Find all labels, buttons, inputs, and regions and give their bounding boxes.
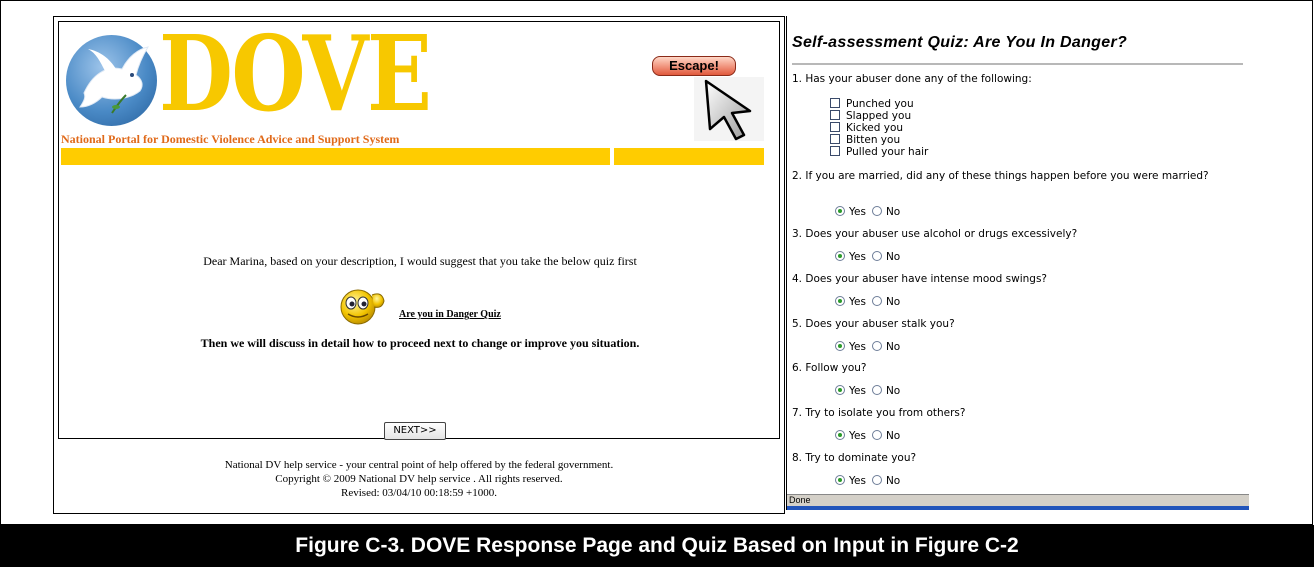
radio-yes-6[interactable] — [835, 385, 845, 395]
nav-bar-right — [614, 148, 764, 165]
suggestion-message: Dear Marina, based on your description, … — [59, 254, 781, 269]
dove-response-page: DOVE National Portal for Domestic Violen… — [53, 16, 785, 514]
dove-logo-text: DOVE — [159, 12, 432, 135]
question-4: 4. Does your abuser have intense mood sw… — [792, 273, 1048, 285]
question-1: 1. Has your abuser done any of the follo… — [792, 73, 1032, 85]
radio-yes-4[interactable] — [835, 296, 845, 306]
mouse-cursor-icon — [694, 77, 764, 141]
portal-tagline: National Portal for Domestic Violence Ad… — [61, 132, 400, 146]
option-pulled-hair[interactable]: Pulled your hair — [830, 146, 928, 158]
radio-no-4[interactable] — [871, 296, 882, 306]
footer-copyright: Copyright © 2009 National DV help servic… — [275, 473, 563, 485]
escape-button[interactable]: Escape! — [652, 56, 736, 76]
dove-bird-icon — [66, 35, 157, 126]
radio-yes-2[interactable] — [835, 206, 845, 216]
option-bitten[interactable]: Bitten you — [830, 134, 900, 146]
question-3: 3. Does your abuser use alcohol or drugs… — [792, 228, 1078, 240]
option-kicked[interactable]: Kicked you — [830, 122, 903, 134]
footer-line: National DV help service - your central … — [224, 459, 614, 471]
nav-bar-left — [61, 148, 610, 165]
checkbox-kicked[interactable] — [830, 122, 840, 132]
user-name: Dear Marina — [203, 254, 265, 268]
option-punched[interactable]: Punched you — [830, 98, 914, 110]
checkbox-bitten[interactable] — [830, 134, 840, 144]
radio-no-2[interactable] — [871, 206, 882, 216]
figure-frame: DOVE National Portal for Domestic Violen… — [0, 0, 1313, 525]
quiz-window: Self-assessment Quiz: Are You In Danger?… — [786, 16, 1249, 510]
suggestion-text: , based on your description, I would sug… — [264, 254, 637, 268]
next-button[interactable]: NEXT>> — [384, 422, 446, 440]
page-footer: National DV help service - your central … — [54, 458, 784, 500]
radio-yes-5[interactable] — [835, 341, 845, 351]
question-8: 8. Try to dominate you? — [792, 452, 917, 464]
radio-yes-3[interactable] — [835, 251, 845, 261]
question-7: 7. Try to isolate you from others? — [792, 407, 966, 419]
option-slapped[interactable]: Slapped you — [830, 110, 911, 122]
smiley-icon — [340, 289, 385, 325]
danger-quiz-link[interactable]: Are you in Danger Quiz — [399, 309, 501, 320]
radio-no-3[interactable] — [871, 251, 882, 261]
checkbox-punched[interactable] — [830, 98, 840, 108]
figure-caption: Figure C-3. DOVE Response Page and Quiz … — [0, 525, 1314, 567]
next-steps-text: Then we will discuss in detail how to pr… — [200, 336, 640, 350]
quiz-title: Self-assessment Quiz: Are You In Danger? — [792, 34, 1128, 51]
radio-no-5[interactable] — [871, 341, 882, 351]
question-2: 2. If you are married, did any of these … — [792, 170, 1209, 182]
radio-no-6[interactable] — [871, 385, 882, 395]
radio-no-8[interactable] — [871, 475, 882, 485]
status-bar-edge — [787, 506, 1249, 510]
radio-yes-8[interactable] — [835, 475, 845, 485]
question-6: 6. Follow you? — [792, 362, 867, 374]
radio-no-7[interactable] — [871, 430, 882, 440]
checkbox-slapped[interactable] — [830, 110, 840, 120]
dove-content-area: DOVE National Portal for Domestic Violen… — [58, 12, 781, 440]
title-divider — [792, 63, 1243, 65]
question-5: 5. Does your abuser stalk you? — [792, 318, 955, 330]
checkbox-pulled-hair[interactable] — [830, 146, 840, 156]
radio-yes-7[interactable] — [835, 430, 845, 440]
footer-revised: Revised: 03/04/10 00:18:59 +1000. — [341, 487, 497, 499]
